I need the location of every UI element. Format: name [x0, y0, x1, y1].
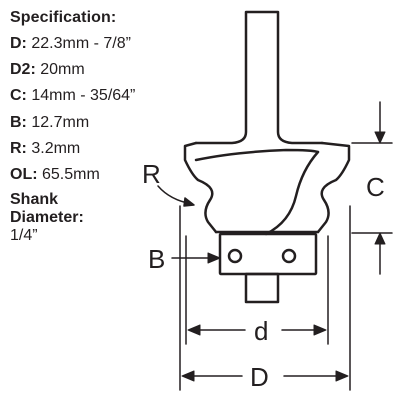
label-small-d: d — [254, 316, 268, 346]
b-arrowhead — [207, 252, 221, 264]
bigd-arrowhead-right — [335, 370, 349, 382]
spec-value: 22.3mm - 7/8” — [31, 35, 131, 52]
bearing-screw-right — [281, 248, 297, 264]
spec-row-b: B: 12.7mm — [10, 113, 160, 133]
spec-row-d2: D2: 20mm — [10, 60, 160, 80]
spec-row-d: D: 22.3mm - 7/8” — [10, 34, 160, 54]
bearing-pin — [244, 272, 280, 304]
specification-title: Specification: — [10, 9, 117, 26]
shank-value: 1/4” — [10, 227, 38, 245]
spec-value: 14mm - 35/64” — [31, 87, 136, 105]
spec-label: R: — [10, 139, 27, 157]
specification-panel: Specification: D: 22.3mm - 7/8” D2: 20mm… — [10, 8, 160, 245]
bearing-screw-left — [227, 248, 243, 264]
cutter-body-outline — [183, 141, 351, 234]
spec-row-c: C: 14mm - 35/64” — [10, 86, 160, 106]
d-arrowhead-right — [313, 324, 327, 336]
bigd-arrowhead-left — [181, 370, 195, 382]
d-arrowhead-left — [187, 324, 201, 336]
spec-value: 65.5mm — [42, 165, 100, 183]
shank-label-line1: Shank — [10, 191, 59, 209]
spec-label: D: — [10, 35, 27, 52]
shank-outline — [194, 10, 324, 145]
spec-value: 12.7mm — [31, 113, 90, 131]
c-arrowhead-top — [374, 131, 386, 144]
cutter-profile-line — [194, 148, 320, 162]
label-r: R — [142, 159, 161, 189]
c-arrowhead-bottom — [374, 232, 386, 245]
spec-label: B: — [10, 113, 27, 131]
spec-label: C: — [10, 87, 27, 105]
spec-row-ol: OL: 65.5mm — [10, 165, 160, 185]
shank-label-line2: Diameter: — [10, 209, 84, 227]
shank-label: Shank Diameter: — [10, 191, 160, 227]
bearing — [218, 232, 318, 276]
spec-label: OL: — [10, 165, 38, 183]
radius-arrowhead — [183, 197, 195, 207]
label-big-d: D — [250, 362, 269, 392]
label-b: B — [148, 244, 165, 274]
label-c: C — [366, 172, 385, 202]
spec-row-r: R: 3.2mm — [10, 139, 160, 159]
spec-label: D2: — [10, 61, 36, 79]
cutter-face-curve — [264, 150, 320, 236]
spec-value: 3.2mm — [31, 139, 81, 157]
spec-value: 20mm — [40, 61, 85, 79]
